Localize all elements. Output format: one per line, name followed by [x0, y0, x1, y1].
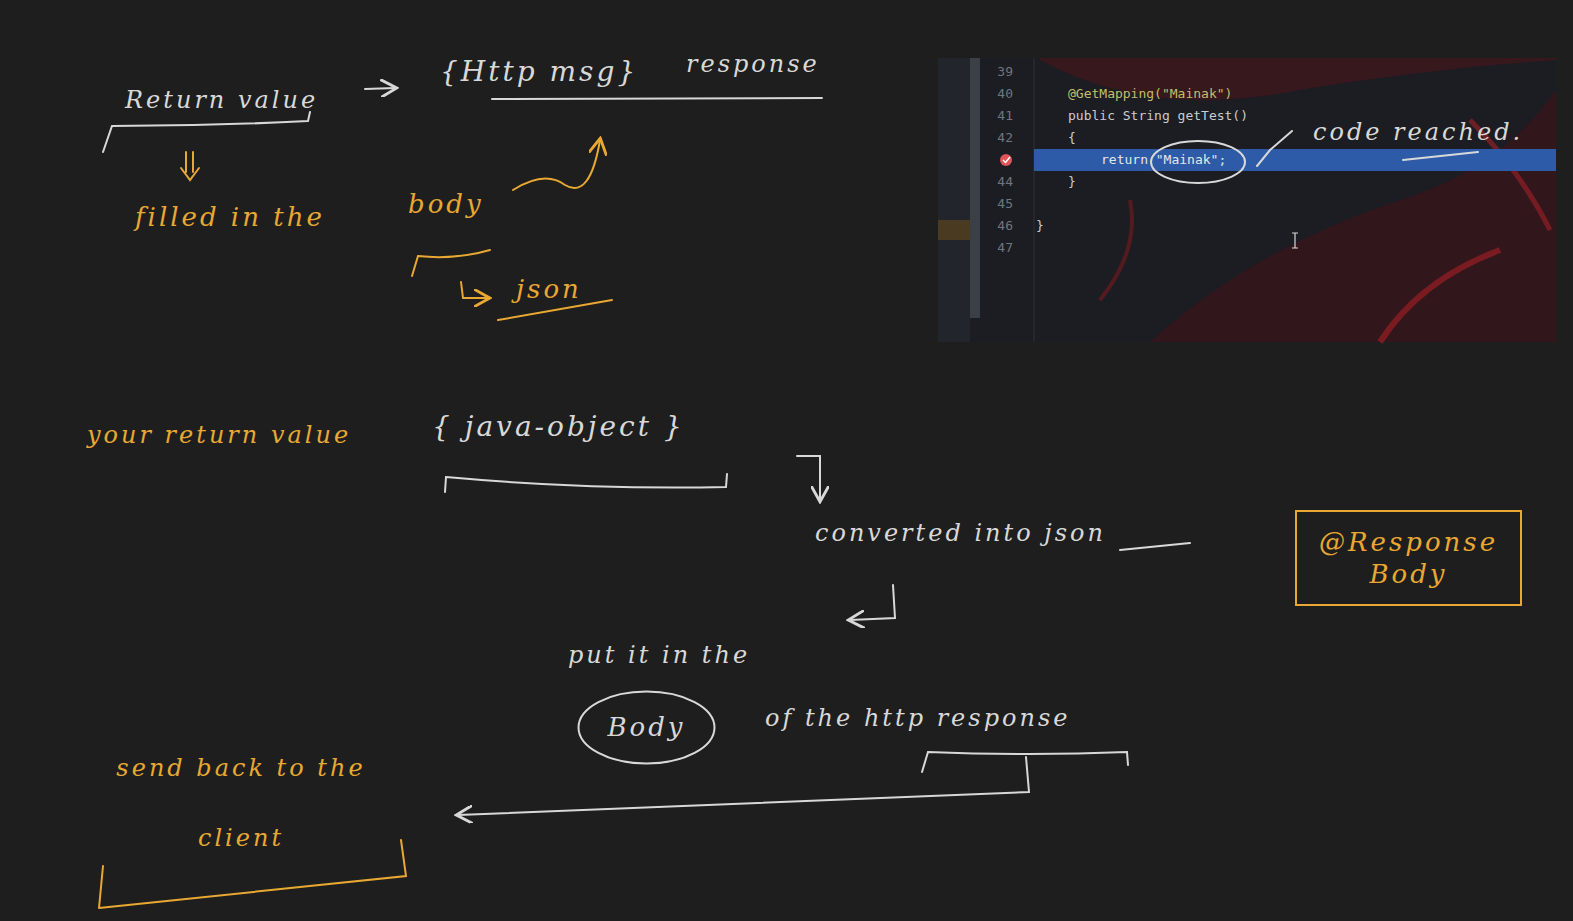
sketch-note: { java-object } [432, 410, 685, 444]
sketch-note: Return value [125, 86, 318, 115]
sketch-note: response [686, 50, 820, 79]
sketch-note: json [516, 274, 582, 305]
sketch-note: {Http msg} [440, 55, 638, 89]
circled-word: Body [577, 690, 716, 765]
sketch-note: filled in the [135, 202, 325, 233]
code-screenshot [938, 58, 1556, 342]
code-line: } [1036, 218, 1044, 234]
line-number: 46 [997, 218, 1013, 234]
line-number: 41 [997, 108, 1013, 124]
circle-stroke [579, 692, 715, 764]
code-line: @GetMapping("Mainak") [1068, 86, 1232, 102]
annotation: code reached. [1313, 118, 1523, 147]
sketch-note: your return value [87, 421, 351, 450]
annotation-box: @Response Body [1295, 510, 1522, 606]
line-number: 45 [997, 196, 1013, 212]
orange-strokes [99, 140, 612, 908]
code-line: { [1068, 130, 1076, 146]
code-line: } [1068, 174, 1076, 190]
line-number: 40 [997, 86, 1013, 102]
code-line: public String getTest() [1068, 108, 1248, 124]
code-line: return "Mainak"; [1101, 152, 1226, 168]
sketch-note: body [408, 189, 484, 220]
line-number: 44 [997, 174, 1013, 190]
node-text: Body [607, 711, 685, 744]
line-number: 47 [997, 240, 1013, 256]
sketch-note: converted into json [815, 519, 1106, 548]
line-number: 42 [997, 130, 1013, 146]
sketch-note: send back to the client [96, 733, 386, 873]
node-text: @Response Body [1309, 526, 1509, 591]
line-number: 39 [997, 64, 1013, 80]
sketch-note: of the http response [765, 704, 1070, 733]
sketch-note: put it in the [568, 641, 750, 670]
white-strokes [103, 88, 1478, 815]
